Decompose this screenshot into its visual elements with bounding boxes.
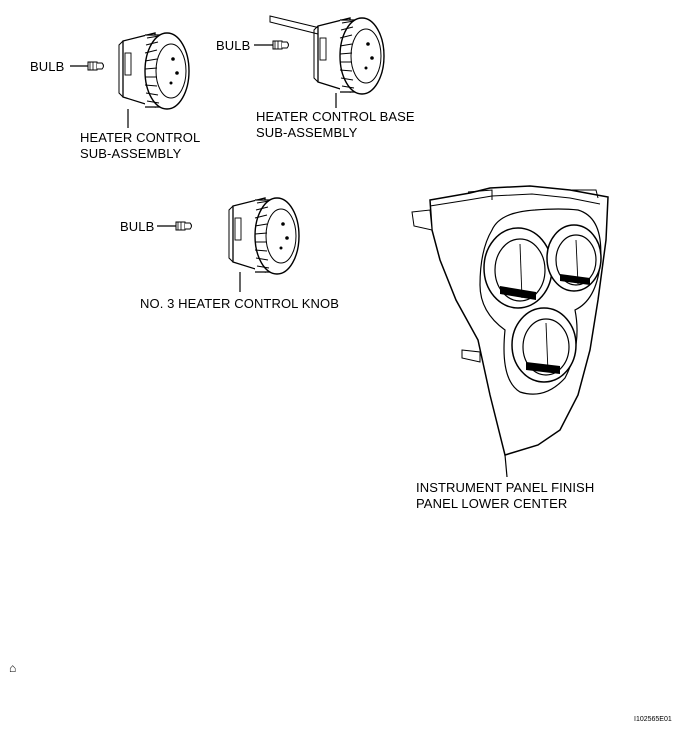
heater-control-base-sub-assembly xyxy=(269,15,385,108)
corner-mark-icon: ⌂ xyxy=(9,661,17,675)
heater-control-base-label-line1: HEATER CONTROL BASE xyxy=(256,109,415,124)
heater-control-sub-assembly xyxy=(118,32,190,128)
instrument-panel-finish-panel xyxy=(411,185,609,478)
heater-control-sub-assembly-label-line2: SUB-ASSEMBLY xyxy=(80,146,182,161)
heater-control-knob-part xyxy=(228,197,300,292)
bulb-label-3: BULB xyxy=(120,219,155,234)
heater-control-knob-label: NO. 3 HEATER CONTROL KNOB xyxy=(140,296,339,311)
bulb-label-1: BULB xyxy=(30,59,65,74)
heater-control-sub-assembly-label-line1: HEATER CONTROL xyxy=(80,130,201,145)
heater-control-base-label-line2: SUB-ASSEMBLY xyxy=(256,125,358,140)
bulb-1-part xyxy=(70,61,104,71)
figure-id: I102565E01 xyxy=(634,716,672,723)
bulb-3-part xyxy=(157,221,192,231)
bulb-2-part xyxy=(254,40,289,50)
panel-label-line1: INSTRUMENT PANEL FINISH xyxy=(416,480,595,495)
panel-label-line2: PANEL LOWER CENTER xyxy=(416,496,568,511)
bulb-label-2: BULB xyxy=(216,38,251,53)
